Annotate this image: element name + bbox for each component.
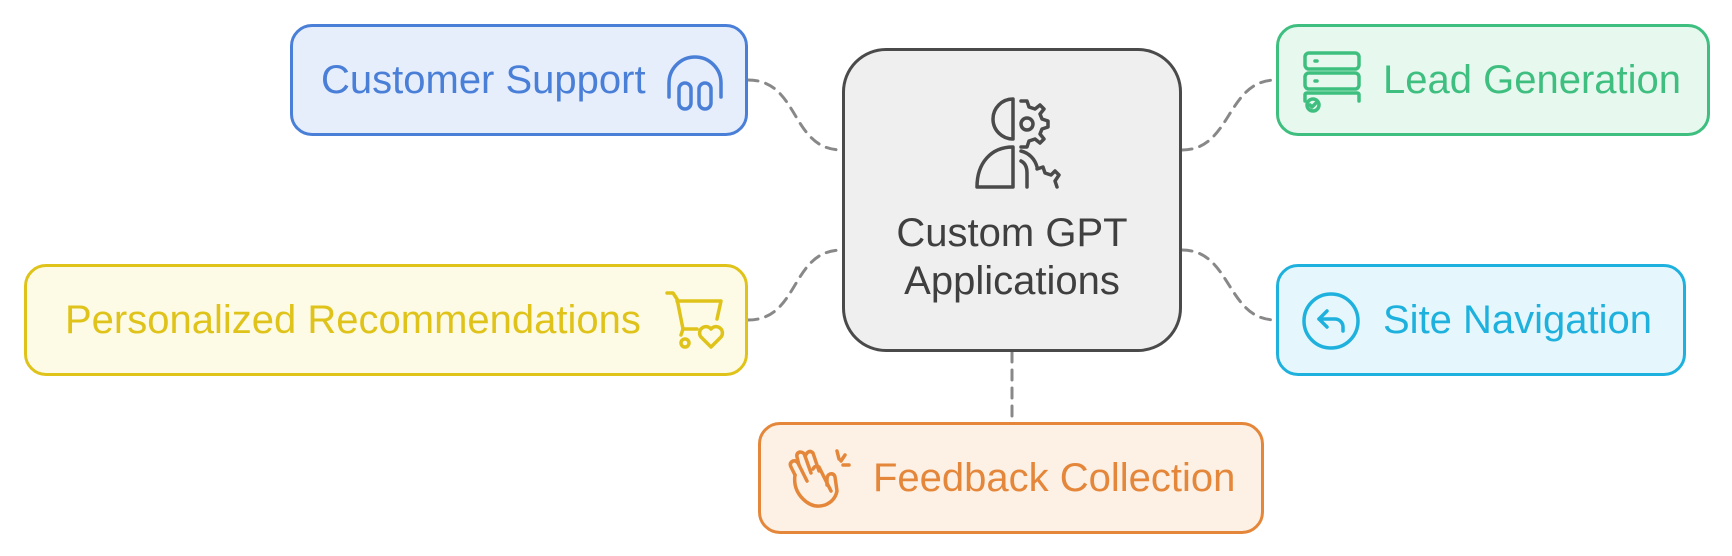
connector-site-navigation (1180, 248, 1278, 322)
connector-customer-support (746, 78, 844, 152)
connector-lead-generation (1180, 78, 1278, 152)
cart-heart-icon (665, 291, 725, 349)
person-gear-icon (975, 97, 1061, 189)
back-arrow-circle-icon (1302, 292, 1360, 350)
server-list-icon (1303, 51, 1361, 113)
node-customer-support: Customer Support (290, 24, 748, 136)
node-label: Site Navigation (1383, 297, 1653, 342)
node-label: Feedback Collection (873, 455, 1236, 500)
center-title-line-2: Applications (904, 259, 1120, 303)
node-site-navigation: Site Navigation (1276, 264, 1686, 376)
node-label: Customer Support (321, 57, 646, 102)
node-lead-generation: Lead Generation (1276, 24, 1710, 136)
node-feedback-collection: Feedback Collection (758, 422, 1264, 534)
node-label: Lead Generation (1383, 57, 1682, 102)
node-label: Personalized Recommendations (65, 297, 641, 342)
center-title-line-1: Custom GPT (896, 211, 1128, 255)
clapping-hands-icon (788, 449, 851, 508)
node-personalized-recommendations: Personalized Recommendations (24, 264, 748, 376)
center-node: Custom GPT Applications (842, 48, 1182, 352)
headset-icon (667, 55, 723, 111)
center-title: Custom GPT Applications (845, 209, 1179, 305)
connector-personalized-recommendations (746, 248, 844, 322)
